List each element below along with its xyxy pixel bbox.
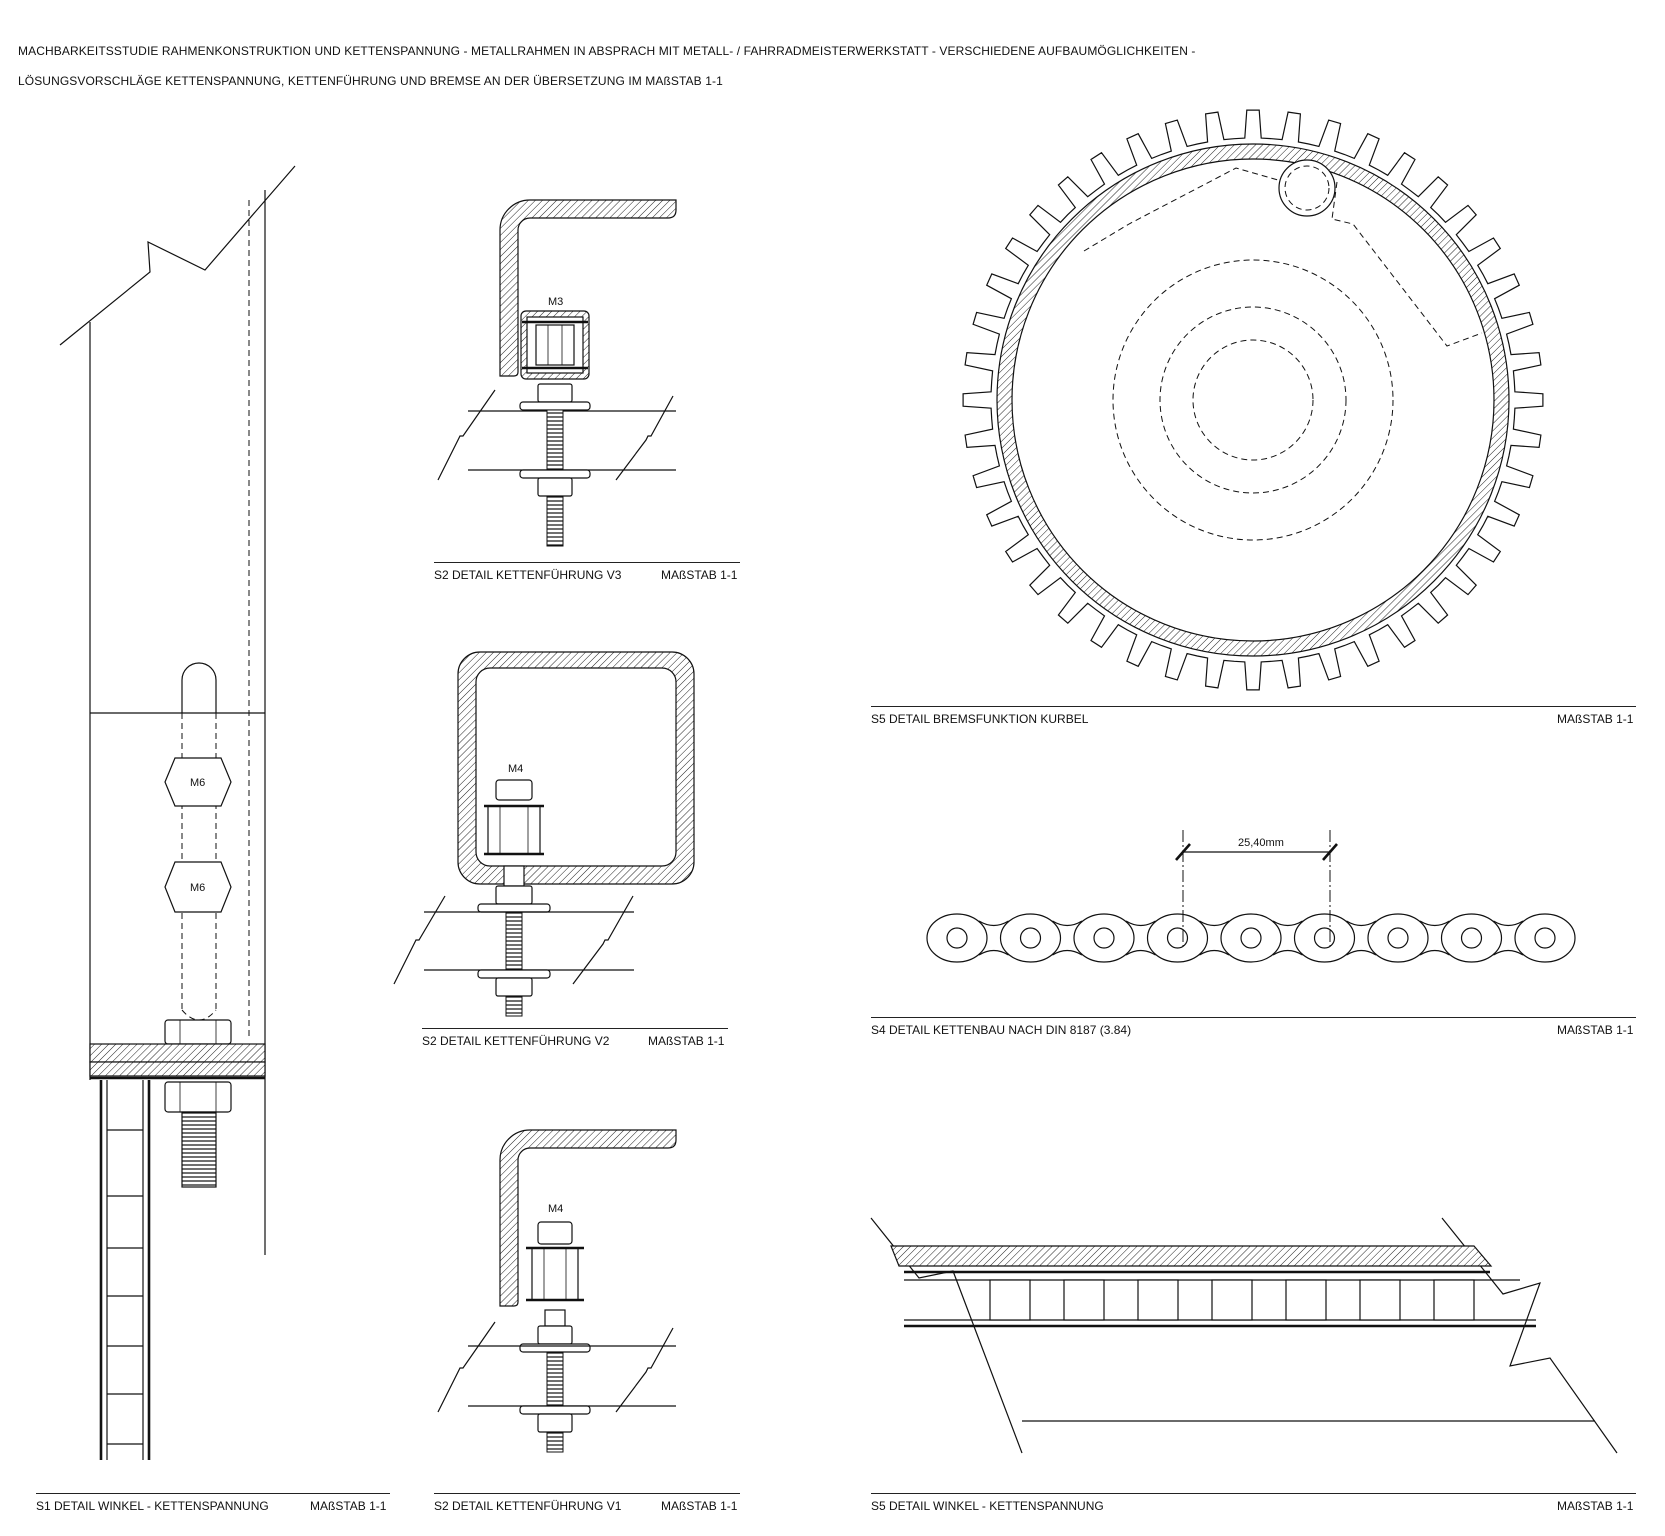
s1-caption-line bbox=[36, 1493, 390, 1494]
s1-caption: S1 DETAIL WINKEL - KETTENSPANNUNG bbox=[36, 1499, 269, 1513]
s4-chain-caption: S4 DETAIL KETTENBAU NACH DIN 8187 (3.84) bbox=[871, 1023, 1132, 1037]
s2-v2-caption: S2 DETAIL KETTENFÜHRUNG V2 bbox=[422, 1034, 610, 1048]
chain-link bbox=[1440, 913, 1503, 963]
chain-roller bbox=[1211, 1279, 1253, 1321]
chain-link bbox=[999, 913, 1062, 963]
brake-pin bbox=[1278, 159, 1336, 217]
s5-brake-caption: S5 DETAIL BREMSFUNKTION KURBEL bbox=[871, 712, 1089, 726]
s2-v1-caption: S2 DETAIL KETTENFÜHRUNG V1 bbox=[434, 1499, 622, 1513]
chain-roller bbox=[1285, 1279, 1327, 1321]
chain-pin bbox=[1240, 927, 1262, 949]
s1-break-line bbox=[59, 165, 296, 346]
s2-v1-bolt-label: M4 bbox=[548, 1203, 563, 1215]
chain-plate bbox=[1052, 920, 1083, 956]
s4-chain-scale: MAßSTAB 1-1 bbox=[1557, 1023, 1634, 1037]
chain-link bbox=[1220, 913, 1282, 963]
sheet-title-line-1: MACHBARKEITSSTUDIE RAHMENKONSTRUKTION UN… bbox=[18, 44, 1196, 58]
chain-roller bbox=[1137, 1279, 1179, 1321]
s2-v3-bolt-label: M3 bbox=[548, 296, 563, 308]
chain-plate bbox=[1199, 920, 1230, 956]
chain-pin bbox=[946, 927, 968, 949]
chain-pin bbox=[1387, 927, 1409, 949]
chain-pitch-label: 25,40mm bbox=[1238, 837, 1284, 849]
s5-brake-caption-line bbox=[871, 706, 1636, 707]
chain-plate bbox=[1272, 920, 1303, 956]
s5-brake-drawing bbox=[962, 109, 1544, 691]
s2-v1-scale: MAßSTAB 1-1 bbox=[661, 1499, 738, 1513]
chain-roller bbox=[989, 1279, 1031, 1321]
s5-angle-drawing bbox=[870, 1217, 1618, 1454]
s5-angle-scale: MAßSTAB 1-1 bbox=[1557, 1499, 1634, 1513]
s2-v3-drawing: M3 bbox=[437, 199, 677, 547]
s2-v2-drawing: M4 bbox=[393, 651, 695, 1017]
chain-plate bbox=[1125, 920, 1156, 956]
s2-v2-caption-line bbox=[422, 1028, 728, 1029]
s5-angle-caption: S5 DETAIL WINKEL - KETTENSPANNUNG bbox=[871, 1499, 1104, 1513]
chain-pin bbox=[1460, 927, 1483, 949]
s2-v3-caption: S2 DETAIL KETTENFÜHRUNG V3 bbox=[434, 568, 622, 582]
chain-plate bbox=[1346, 920, 1377, 956]
s2-v1-drawing: M4 bbox=[437, 1129, 677, 1453]
chain-plate bbox=[1419, 920, 1450, 956]
chain-plate bbox=[1493, 920, 1524, 956]
s1-nut-top bbox=[164, 757, 232, 807]
hub-circle-outer bbox=[1112, 259, 1394, 541]
s2-v2-scale: MAßSTAB 1-1 bbox=[648, 1034, 725, 1048]
chain-link bbox=[926, 913, 988, 963]
s2-v3-caption-line bbox=[434, 562, 740, 563]
s1-bolt-label-top: M6 bbox=[190, 777, 205, 789]
s2-v3-angle-profile bbox=[499, 199, 677, 377]
chain-roller bbox=[1433, 1279, 1475, 1321]
chain-link bbox=[1367, 913, 1429, 963]
chain-pin bbox=[1166, 927, 1189, 949]
s1-nut-bottom bbox=[164, 861, 232, 913]
s5-brake-scale: MAßSTAB 1-1 bbox=[1557, 712, 1634, 726]
chain-pin bbox=[1093, 927, 1115, 949]
s4-chain-caption-line bbox=[871, 1017, 1636, 1018]
chain-link bbox=[1514, 913, 1576, 963]
chain-pin bbox=[1534, 927, 1556, 949]
sheet-title-line-2: LÖSUNGSVORSCHLÄGE KETTENSPANNUNG, KETTEN… bbox=[18, 74, 723, 88]
s2-v1-angle-profile bbox=[499, 1129, 677, 1307]
chain-link bbox=[1293, 913, 1356, 963]
chain-link bbox=[1146, 913, 1209, 963]
s1-bolt-label-bottom: M6 bbox=[190, 882, 205, 894]
chain-plate bbox=[978, 920, 1009, 956]
sprocket-outline bbox=[962, 109, 1544, 691]
s2-v1-caption-line bbox=[434, 1493, 740, 1494]
s5-angle-caption-line bbox=[871, 1493, 1636, 1494]
s2-v3-scale: MAßSTAB 1-1 bbox=[661, 568, 738, 582]
s2-v2-tube-profile bbox=[457, 651, 695, 885]
s1-drawing: M6 M6 bbox=[59, 165, 296, 1460]
chain-link bbox=[1073, 913, 1135, 963]
s2-v2-bolt-label: M4 bbox=[508, 763, 523, 775]
chain-roller bbox=[1063, 1279, 1105, 1321]
chain-pin bbox=[1313, 927, 1336, 949]
hub-circle-inner bbox=[1192, 339, 1314, 461]
s1-thread bbox=[181, 1111, 217, 1188]
s4-chain-drawing: 25,40mm bbox=[926, 830, 1576, 963]
s1-scale: MAßSTAB 1-1 bbox=[310, 1499, 387, 1513]
s5-angle-plate bbox=[890, 1245, 1493, 1267]
chain-pin bbox=[1019, 927, 1042, 949]
chain-roller bbox=[1359, 1279, 1401, 1321]
